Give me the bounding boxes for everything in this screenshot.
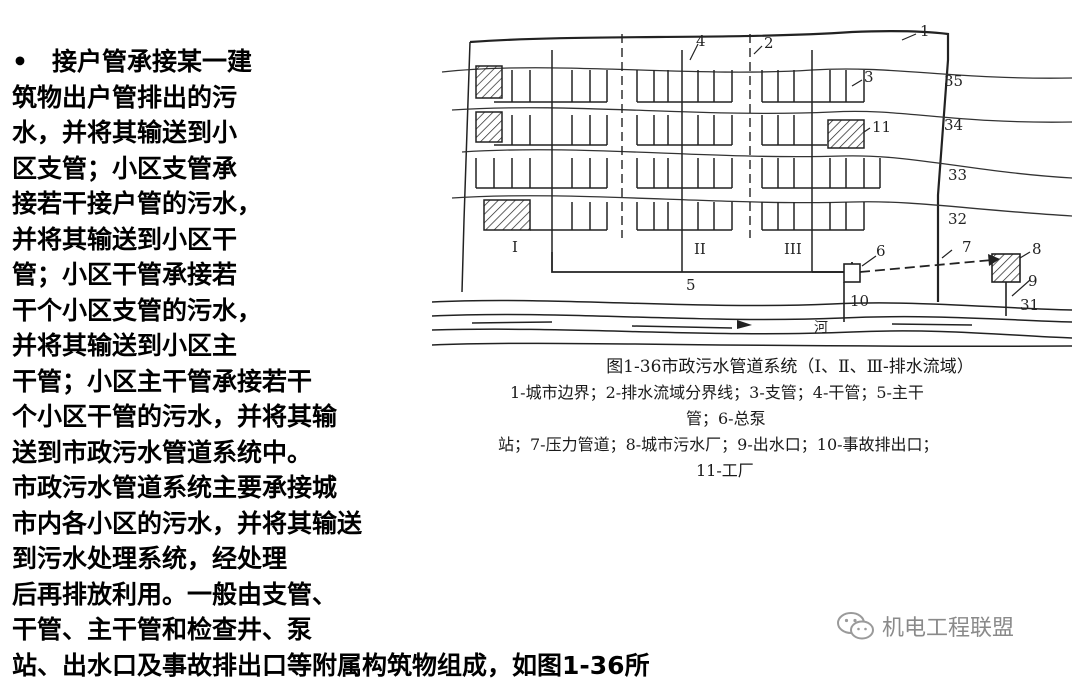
zone-3-pipes	[762, 50, 880, 272]
caption-legend: 1-城市边界；2-排水流域分界线；3-支管；4-干管；5-主干 管；6-总泵 站…	[510, 380, 1070, 484]
treatment-plant	[992, 254, 1020, 282]
label-contour-33: 33	[948, 166, 967, 184]
pressure-pipe	[860, 260, 992, 272]
caption-title: 图1-36市政污水管道系统（Ⅰ、Ⅱ、Ⅲ-排水流域）	[510, 354, 1070, 380]
wechat-icon	[836, 610, 876, 642]
diagram-svg: 1 2 4 3 11 5 6 7 8 9 10 35 34 33 32 31 I…	[432, 20, 1072, 350]
watermark-text: 机电工程联盟	[882, 610, 1014, 642]
label-11: 11	[872, 118, 891, 136]
label-zone-2: II	[694, 240, 706, 258]
label-9: 9	[1028, 272, 1038, 290]
contour-33	[462, 150, 1072, 178]
text-line: 干管、主干管和检查井、泵	[12, 612, 812, 648]
text-line: 市内各小区的污水，并将其输送	[12, 506, 812, 542]
text-line: 站、出水口及事故排出口等附属构筑物组成，如图1-36所	[12, 648, 812, 683]
factory-hatched	[476, 112, 502, 142]
figure-caption: 图1-36市政污水管道系统（Ⅰ、Ⅱ、Ⅲ-排水流域） 1-城市边界；2-排水流域分…	[510, 354, 1070, 484]
legend-line: 11-工厂	[510, 458, 1070, 484]
text-line: 到污水处理系统，经处理	[12, 541, 812, 577]
label-contour-34: 34	[944, 116, 963, 134]
factory-hatched	[476, 66, 502, 98]
label-contour-35: 35	[944, 72, 963, 90]
factory-hatched	[484, 200, 530, 230]
label-6: 6	[876, 242, 886, 260]
river	[432, 300, 1072, 346]
contour-35	[442, 68, 1072, 78]
zone-2-pipes	[637, 50, 732, 272]
contour-lines	[442, 68, 1072, 216]
legend-line: 1-城市边界；2-排水流域分界线；3-支管；4-干管；5-主干	[510, 380, 1070, 406]
label-8: 8	[1032, 240, 1042, 258]
factory-11	[828, 120, 864, 148]
sewer-system-diagram: 1 2 4 3 11 5 6 7 8 9 10 35 34 33 32 31 I…	[432, 20, 1072, 350]
label-7: 7	[962, 238, 972, 256]
label-zone-1: I	[512, 238, 518, 256]
basin-divides	[622, 34, 750, 238]
pump-station	[844, 264, 860, 282]
leader-lines	[690, 34, 1030, 296]
label-river: 河	[814, 320, 828, 336]
legend-line: 站；7-压力管道；8-城市污水厂；9-出水口；10-事故排出口；	[498, 432, 1070, 458]
watermark: 机电工程联盟	[836, 606, 1014, 646]
legend-line: 管；6-总泵	[510, 406, 1070, 432]
label-zone-3: III	[784, 240, 802, 258]
label-contour-32: 32	[948, 210, 967, 228]
label-1: 1	[920, 22, 930, 40]
bullet: •	[12, 44, 52, 80]
label-2: 2	[764, 34, 774, 52]
flow-arrow	[737, 320, 752, 329]
label-10: 10	[850, 292, 869, 310]
label-5: 5	[686, 276, 696, 294]
label-3: 3	[864, 68, 874, 86]
city-boundary-left	[462, 42, 470, 292]
label-contour-31: 31	[1020, 296, 1039, 314]
label-4: 4	[696, 32, 706, 50]
text-line: 后再排放利用。一般由支管、	[12, 577, 812, 613]
